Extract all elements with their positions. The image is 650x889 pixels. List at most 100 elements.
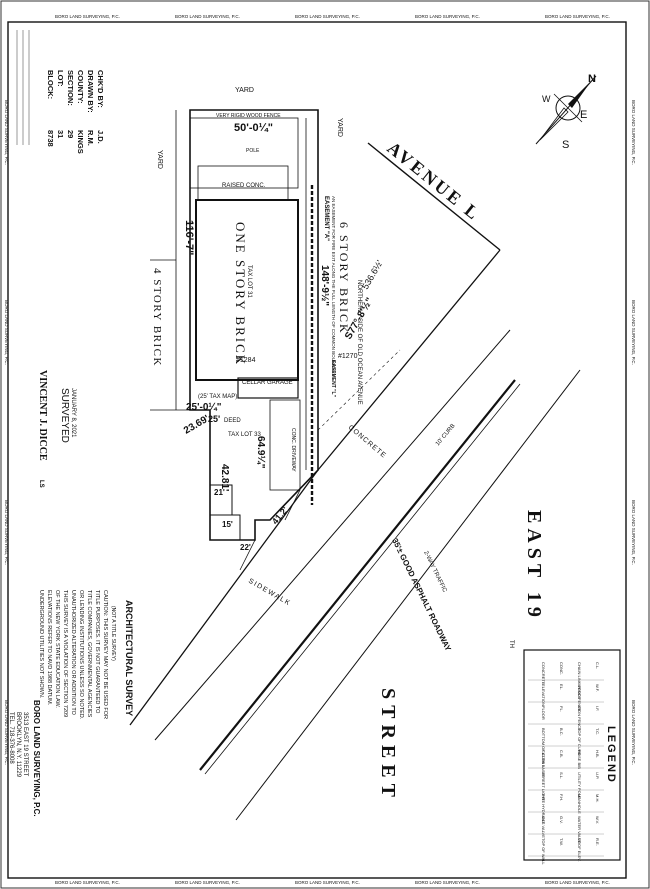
firm-addr1: 3513 EAST 19 STREET <box>22 712 28 777</box>
border-firm-left: BORO LAND SURVEYING, P.C. <box>4 100 9 165</box>
border-firm-right: BORO LAND SURVEYING, P.C. <box>631 500 636 565</box>
easement-a-desc: AN EASEMENT FOR FIRE EXIT ALONG THE FULL… <box>331 196 336 377</box>
block-value: 8738 <box>46 130 55 147</box>
border-firm-bottom: BORO LAND SURVEYING, P.C. <box>55 880 120 885</box>
border-firm-right: BORO LAND SURVEYING, P.C. <box>631 300 636 365</box>
house-1270-label: #1270 <box>338 353 358 360</box>
yard-top-label: YARD <box>235 87 254 94</box>
notes-column <box>16 30 30 145</box>
legend-cell: STREET LIGHT <box>541 772 546 801</box>
legend-cell: R.E. <box>595 838 600 846</box>
border-firm-top: BORO LAND SURVEYING, P.C. <box>295 14 360 19</box>
border-firm-left: BORO LAND SURVEYING, P.C. <box>4 500 9 565</box>
dim-bottom: 25'-0¼" <box>186 402 222 413</box>
tax-lot-31-label: TAX LOT 31 <box>246 265 252 298</box>
lot-label: LOT: <box>56 70 65 87</box>
dim-left: 116'-7" <box>183 220 195 255</box>
survey-note-line: ELEVATIONS REFER TO NAVD 1988 DATUM. <box>46 590 52 706</box>
legend-cell: W.V. <box>595 816 600 824</box>
legend-cell: CATCH BASIN <box>541 750 546 777</box>
north-arrow: N E S W <box>535 73 597 151</box>
lot-outline <box>150 109 319 571</box>
drawn-label: DRAWN BY: <box>86 70 95 113</box>
border-firm-left: BORO LAND SURVEYING, P.C. <box>4 700 9 765</box>
border-firm-right: BORO LAND SURVEYING, P.C. <box>631 700 636 765</box>
yard-left-label: YARD <box>156 150 163 169</box>
survey-note-line: OR LENDING INSTITUTIONS UNLESS SO NOTED. <box>78 590 84 720</box>
surveyed-date: JANUARY 8, 2021 <box>70 388 76 438</box>
county-value: KINGS <box>76 130 85 154</box>
survey-title-sub: (NOT A TITLE SURVEY) <box>110 606 116 661</box>
dim-22: 22' <box>240 543 251 552</box>
block-label: BLOCK: <box>46 70 55 99</box>
checked-value: J.D. <box>96 130 105 144</box>
survey-note-line: TITLE COMPANIES, GOVERNMENTAL AGENCIES <box>86 590 92 718</box>
border-firm-bottom: BORO LAND SURVEYING, P.C. <box>175 880 240 885</box>
north-e-label: E <box>580 109 587 121</box>
legend-cell: WOOD FENCE <box>577 684 582 712</box>
legend-cell: FL. <box>559 706 564 712</box>
border-firm-bottom: BORO LAND SURVEYING, P.C. <box>295 880 360 885</box>
street-label: STREET <box>377 688 399 803</box>
county-label: COUNTY: <box>76 70 85 104</box>
north-s-label: S <box>562 139 569 151</box>
legend-cell: TOP OF WALL <box>541 838 546 865</box>
survey-note-line: TITLE PURPOSES. IT IS NOT GUARANTEED TO <box>94 590 100 714</box>
survey-note-line: THIS SURVEY IS A VIOLATION OF SECTION 72… <box>62 590 68 717</box>
legend-cell: WATER VALVE <box>577 816 582 844</box>
fence-top-label: VERY RIGID WOOD FENCE <box>216 113 281 119</box>
legend-cell: H.B. <box>595 750 600 758</box>
legend-cell: C.B. <box>559 750 564 758</box>
tax-lot-33-label: TAX LOT 33 <box>228 432 261 438</box>
legend-cell: HOSE BIB <box>577 750 582 769</box>
border-firm-labels: BORO LAND SURVEYING, P.C. BORO LAND SURVE… <box>4 14 636 885</box>
deed-label: DEED <box>224 418 241 424</box>
section-value: 29 <box>66 130 75 138</box>
legend-title: LEGEND <box>605 726 617 784</box>
drawn-value: R.M. <box>86 130 95 146</box>
inner-border <box>7 21 627 879</box>
dim-21: 21' <box>214 488 225 497</box>
dim-deed: 25' <box>208 414 220 424</box>
east-19-label: EAST 19 <box>523 510 545 622</box>
legend-cell: M.H. <box>595 794 600 802</box>
survey-note-line: OF THE NEW YORK STATE EDUCATION LAW. <box>54 590 60 708</box>
street-lines <box>129 142 581 821</box>
one-story-label: ONE STORY BRICK <box>233 222 248 366</box>
border-firm-top: BORO LAND SURVEYING, P.C. <box>545 14 610 19</box>
block-info: BLOCK: 8738 LOT: 31 SECTION: 29 COUNTY: … <box>46 70 105 154</box>
legend-cell: S.L. <box>559 772 564 779</box>
legend-cell: UTILITY POLE <box>577 772 582 799</box>
tax-map-label: (25' TAX MAP) <box>198 394 237 400</box>
driveway-label: CONC. DRIVEWAY <box>290 428 296 472</box>
checked-label: CHK'D BY: <box>96 70 105 108</box>
legend: LEGEND C.L.W.F.I.F.T.C.H.B.U.P.M.H.W.V.R… <box>523 649 621 865</box>
border-firm-left: BORO LAND SURVEYING, P.C. <box>4 300 9 365</box>
pole-label: POLE <box>246 148 260 154</box>
cellar-garage-label: CELLAR GARAGE <box>242 380 293 386</box>
legend-cell: T.W. <box>559 838 564 846</box>
surveyor-suffix: LS <box>38 480 44 488</box>
survey-note-line: CAUTION: THIS SURVEY MAY NOT BE USED FOR <box>102 590 108 719</box>
legend-cell: FLOOR <box>541 706 546 720</box>
dim-15: 15' <box>222 520 233 529</box>
legend-cell: MANHOLE <box>577 794 582 814</box>
surveyor-name: VINCENT J. DICCE <box>37 370 48 461</box>
legend-cell: ELEVATION <box>541 684 546 706</box>
northerly-label: NORTHERLY SIDE OF OLD OCEAN AVENUE <box>356 280 362 405</box>
border-firm-bottom: BORO LAND SURVEYING, P.C. <box>415 880 480 885</box>
legend-cell: T.C. <box>595 728 600 735</box>
legend-cell: CONCRETE <box>541 662 546 685</box>
legend-cell: B.C. <box>559 728 564 736</box>
four-story-label: 4 STORY BRICK <box>151 268 163 367</box>
legend-cell: CONC. <box>559 662 564 675</box>
legend-cell: TOP OF CURB <box>577 728 582 756</box>
border-firm-top: BORO LAND SURVEYING, P.C. <box>175 14 240 19</box>
legend-cell: FIRE HYDRANT <box>541 794 546 824</box>
border-firm-top: BORO LAND SURVEYING, P.C. <box>415 14 480 19</box>
six-story-label: 6 STORY BRICK <box>337 222 351 335</box>
survey-note-line: UNDERGROUND UTILITIES NOT SHOWN. <box>38 590 44 699</box>
east-19-suffix: TH <box>508 640 514 648</box>
